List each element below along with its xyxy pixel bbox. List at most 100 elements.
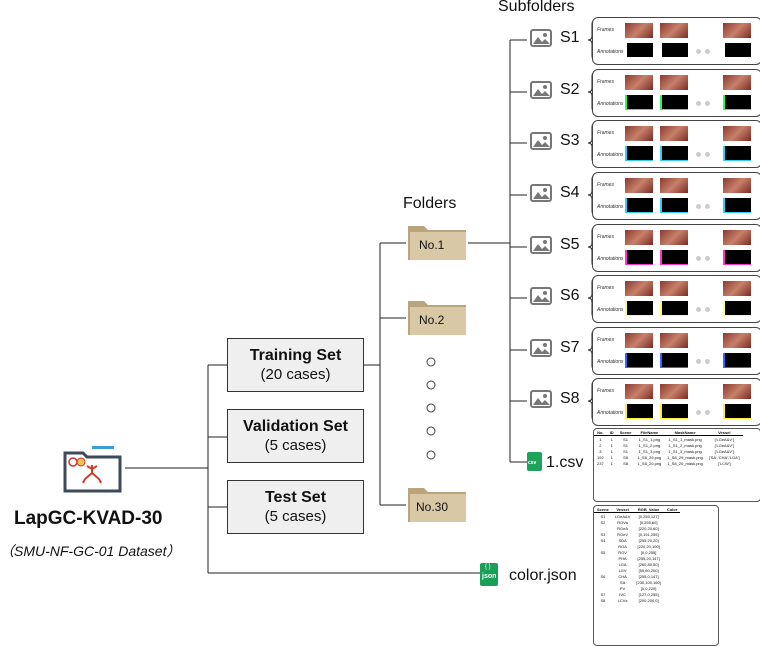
json-file-icon: { } json [480,563,498,586]
table-row: PHA[255,20,147] [594,555,680,561]
json-icon-braces: { } [485,564,491,570]
frame-thumbnail [723,126,751,141]
ellipsis-dot [696,410,701,415]
subfolder-label: S1 [560,29,580,46]
mask-thumbnail [660,95,688,110]
table-row: LGV [50,60,200] [594,567,680,573]
csv-file-name: 1.csv [546,454,584,471]
csv-cell: 192 [597,454,604,460]
validation-set-count: (5 cases) [264,437,327,454]
frames-label: Frames [597,130,614,136]
color-cell: LGA [618,561,627,567]
frame-thumbnail [660,230,688,245]
csv-cell: 1_S1_3_mask.png [668,448,702,454]
mask-thumbnail [625,404,653,419]
csv-cell: 1_S8_29.png [637,454,662,460]
ellipsis-dot [705,359,710,364]
validation-set-box: Validation Set (5 cases) [227,409,364,463]
test-set-title: Test Set [264,489,327,506]
frame-thumbnail [625,281,653,296]
csv-cell: 1 [610,448,613,454]
csv-cell: 1_S8_29_mask.png [667,454,703,460]
frame-thumbnail [723,384,751,399]
frames-label: Frames [597,182,614,188]
color-cell: S2 [600,519,606,525]
csv-header-cell: Scene [616,429,635,436]
frame-thumbnail [660,126,688,141]
mask-thumbnail [625,43,653,58]
subfolder-label: S4 [560,184,580,201]
csv-cell: 1_S8_20.png [637,460,662,466]
frame-thumbnail [660,178,688,193]
csv-cell: S8 [623,454,629,460]
image-folder-icon [530,339,552,357]
color-cell: LGeA&V [614,513,631,519]
frame-thumbnail [723,333,751,348]
annotations-label: Annotations [597,307,624,313]
color-header-cell: Color [663,506,681,513]
image-folder-icon [530,287,552,305]
mask-thumbnail [660,404,688,419]
frame-thumbnail [625,384,653,399]
ellipsis-dot [696,152,701,157]
csv-cell: 3 [599,448,602,454]
annotations-label: Annotations [597,204,624,210]
csv-cell: 1_S8_20_mask.png [667,460,703,466]
frame-thumbnail [723,230,751,245]
folder-no1: No.1 [406,222,468,262]
training-set-box: Training Set (20 cases) [227,338,364,392]
annotations-label: Annotations [597,152,624,158]
table-row: LGA[260,80,50] [594,561,680,567]
image-folder-icon [530,29,552,47]
csv-cell: 237 [597,460,604,466]
test-set-box: Test Set (5 cases) [227,480,364,534]
subfolder-label: S6 [560,287,580,304]
mask-thumbnail [625,250,653,265]
csv-cell: 1 [610,442,613,448]
training-set-count: (20 cases) [260,366,331,383]
table-row: SA[230,100,160] [594,579,680,585]
color-cell: [50,60,200] [638,567,659,573]
frame-thumbnail [625,23,653,38]
color-cell: [255,20,147] [637,555,660,561]
subfolder-label: S2 [560,81,580,98]
annotations-label: Annotations [597,49,624,55]
color-cell: RGV [618,549,627,555]
annotations-label: Annotations [597,410,624,416]
subfolder-label: S8 [560,390,580,407]
frame-thumbnail [660,281,688,296]
color-cell: SDA [618,537,627,543]
mask-thumbnail [723,250,751,265]
color-cell: LGV [618,567,627,573]
color-cell: S6 [600,573,606,579]
color-cell: [0,0,220] [640,585,657,591]
folder-no2-label: No.2 [419,313,445,327]
frame-thumbnail [660,333,688,348]
csv-header-cell: FileName [634,429,665,436]
color-cell: S5 [600,549,606,555]
mask-thumbnail [723,404,751,419]
frame-thumbnail [660,23,688,38]
csv-cell: 2 [599,442,602,448]
csv-cell: S1 [623,436,629,442]
mask-thumbnail [723,146,751,161]
color-cell: IVC [619,591,626,597]
frame-thumbnail [625,75,653,90]
frame-thumbnail [723,178,751,193]
mask-thumbnail [723,43,751,58]
annotations-label: Annotations [597,256,624,262]
folder-no30-label: No.30 [416,500,449,514]
csv-cell: ['SA','CHA','LGA'] [708,454,740,460]
